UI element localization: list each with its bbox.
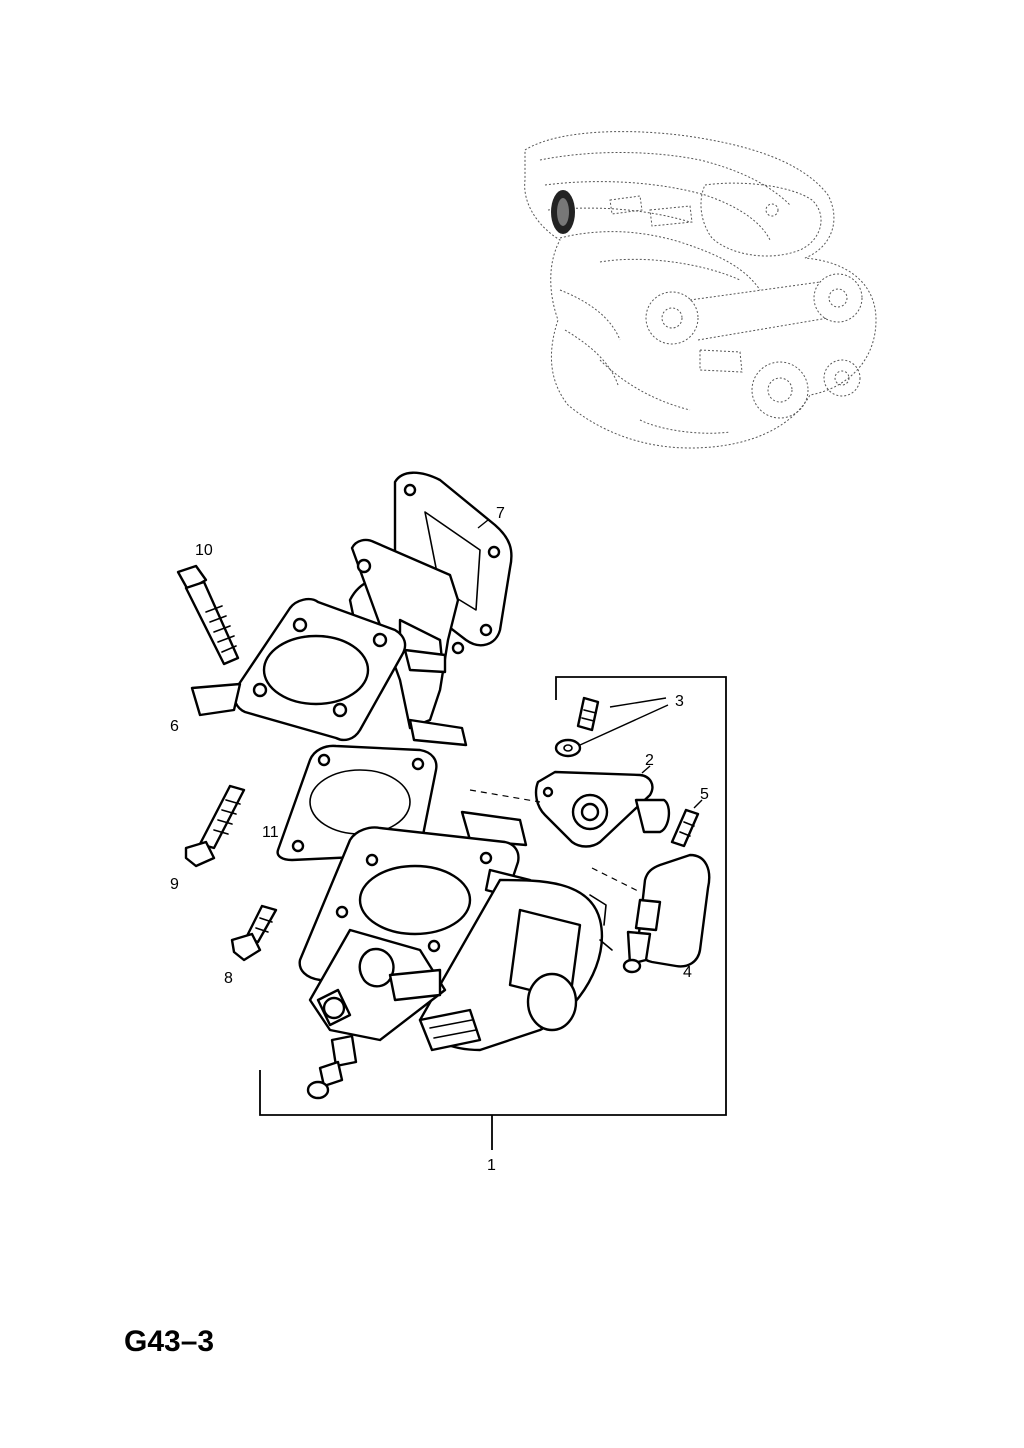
callout-2: 2	[645, 752, 654, 769]
callout-10: 10	[195, 542, 213, 559]
part-1-throttle-body	[298, 810, 613, 1100]
part-10-bolt	[176, 564, 240, 666]
leader-lines	[469, 519, 703, 893]
callout-3: 3	[675, 693, 684, 710]
callout-5: 5	[700, 786, 709, 803]
callout-11: 11	[262, 824, 279, 841]
callout-8: 8	[224, 970, 233, 987]
part-6-flange-adapter	[190, 538, 460, 742]
callout-7: 7	[496, 505, 505, 522]
part-2-position-sensor	[534, 770, 671, 848]
part-8-bolt	[230, 904, 278, 962]
callout-6: 6	[170, 718, 179, 735]
page-code: G43–3	[124, 1325, 214, 1358]
callout-labels: 1 2 3 4 5 6 7 8 9 10 11	[170, 505, 709, 1174]
assembly-group-bracket	[259, 676, 727, 1150]
callout-1: 1	[487, 1157, 496, 1174]
callout-9: 9	[170, 876, 179, 893]
part-5-screw	[670, 808, 700, 848]
callout-4: 4	[683, 964, 692, 981]
part-3-screw-washer	[554, 696, 600, 758]
part-4-idle-valve	[622, 853, 711, 974]
part-9-bolt	[184, 784, 246, 868]
engine-locator-illustration	[524, 131, 877, 449]
